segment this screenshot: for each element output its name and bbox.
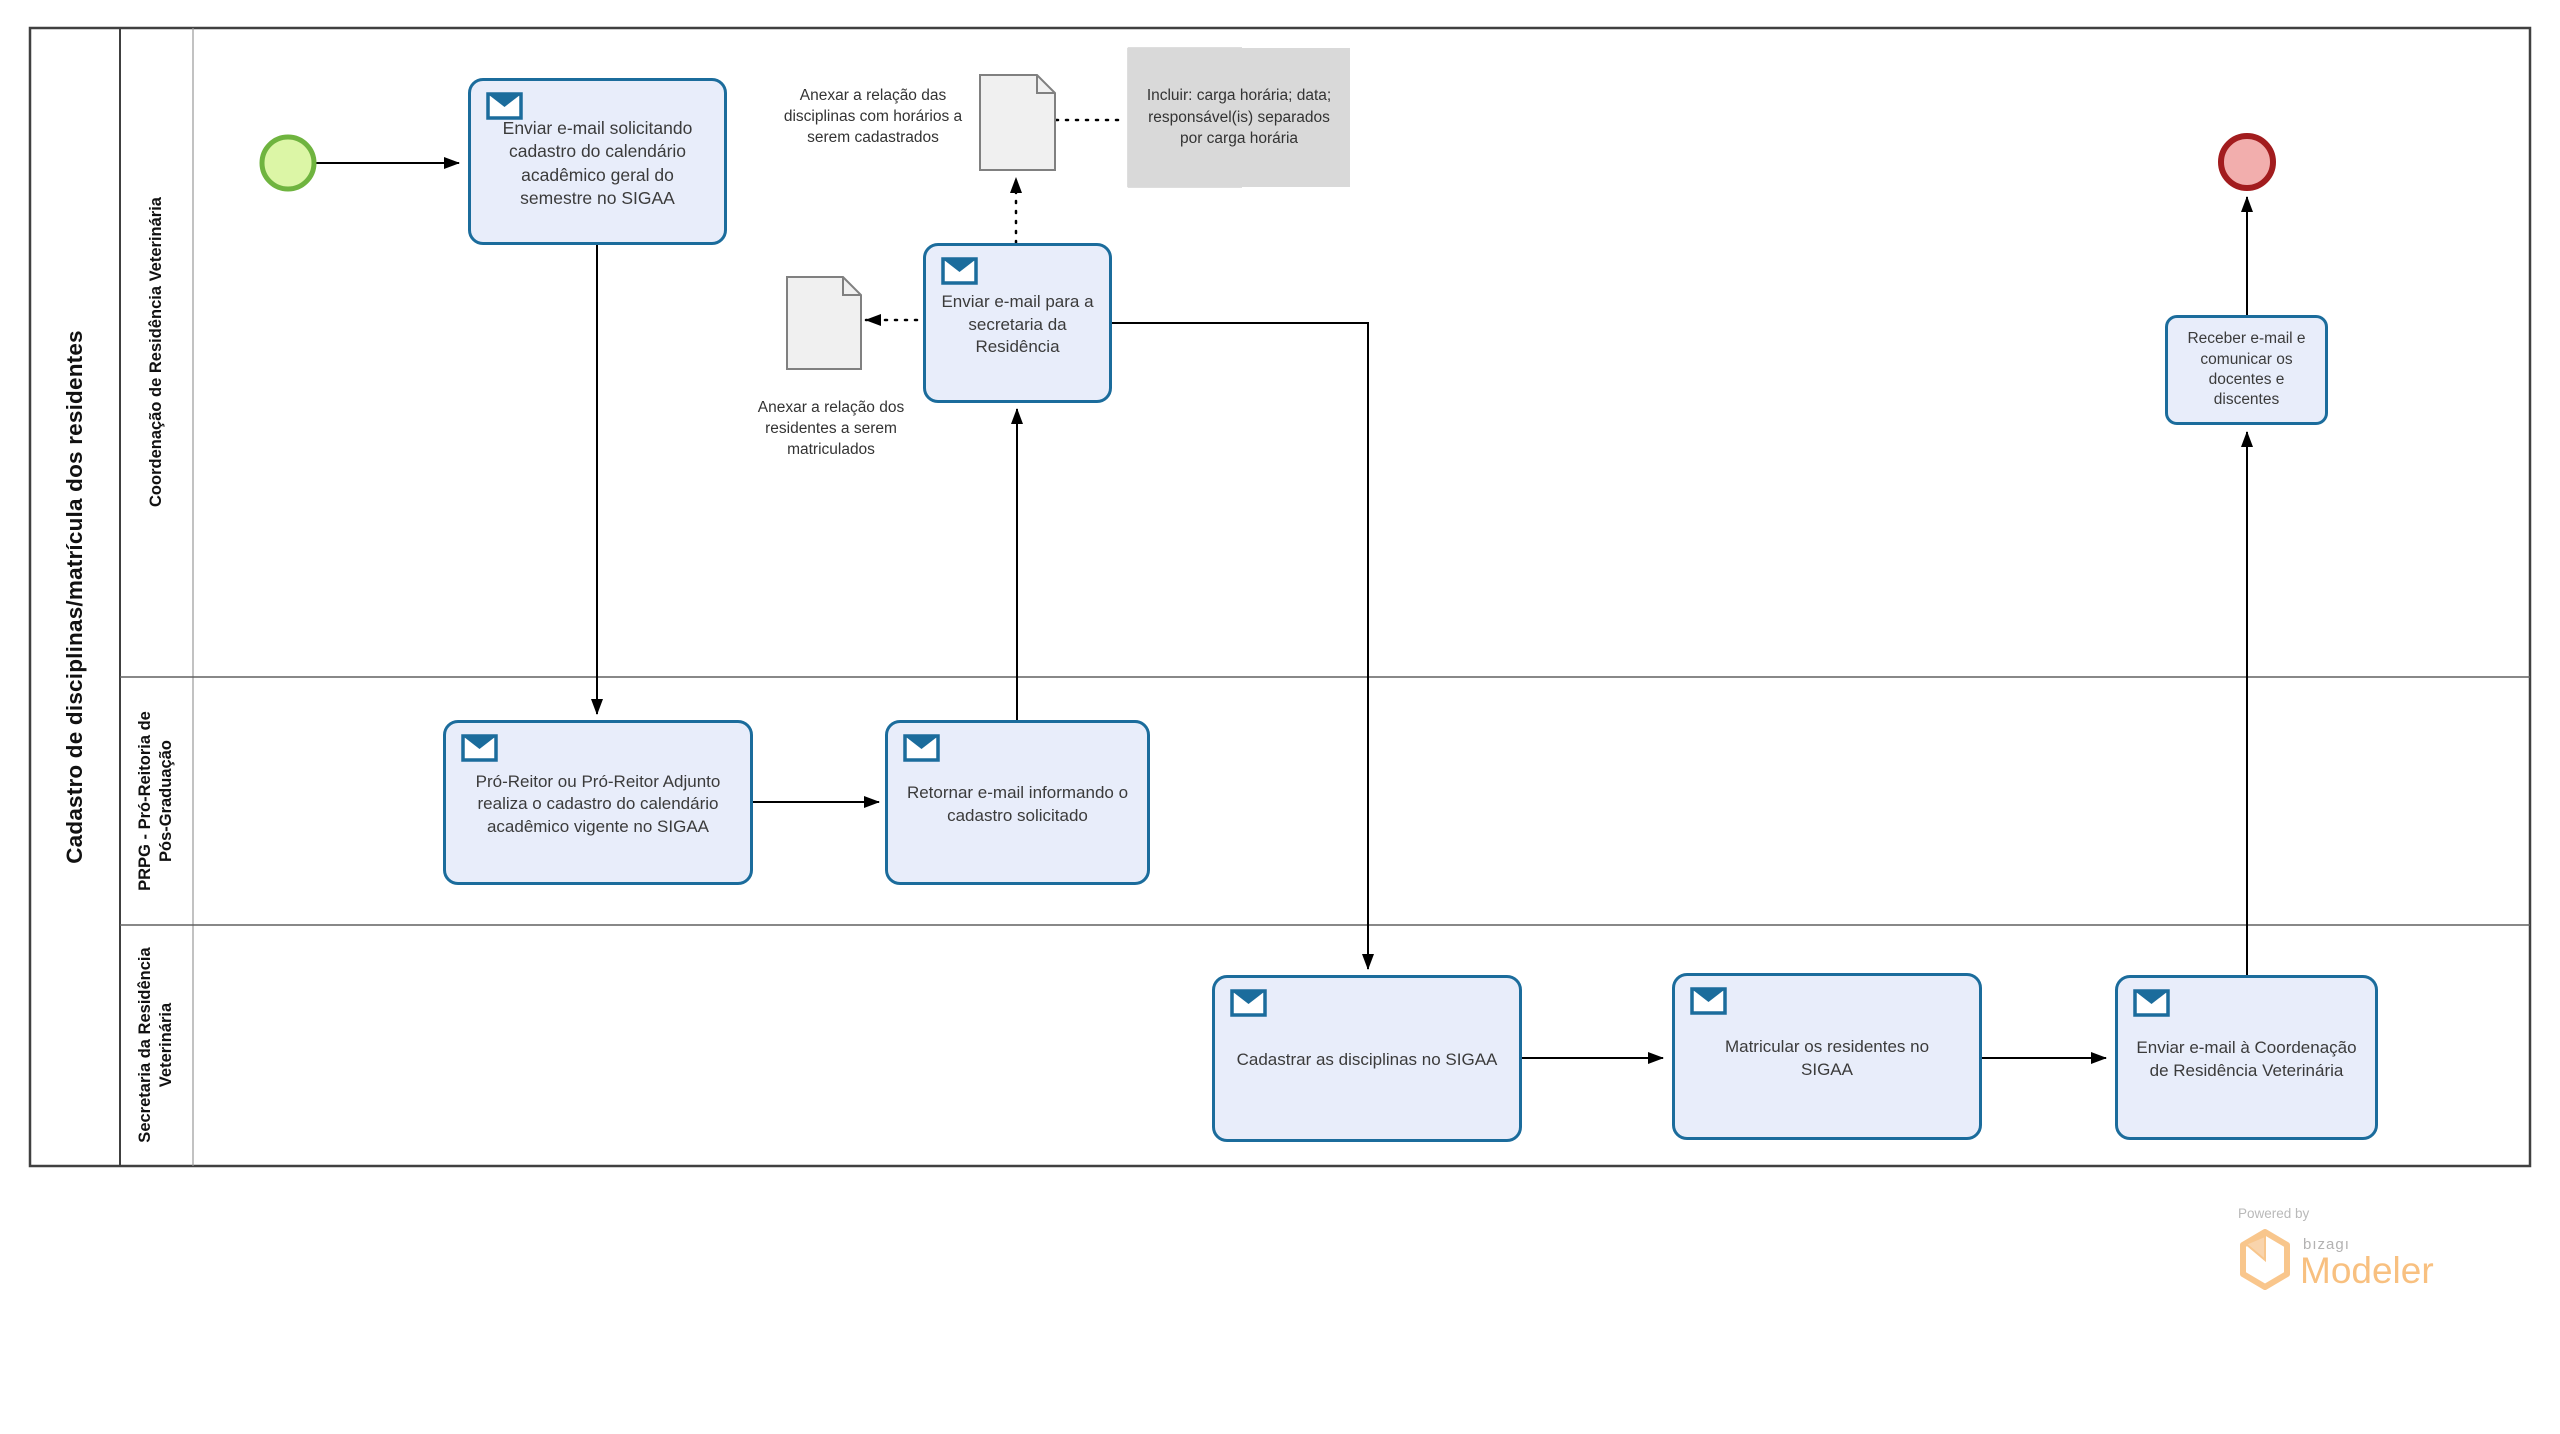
email-icon bbox=[1690, 987, 1727, 1015]
task-label: Pró-Reitor ou Pró-Reitor Adjunto realiza… bbox=[475, 771, 721, 836]
pool-title: Cadastro de disciplinas/matrícula dos re… bbox=[62, 330, 87, 864]
data-object-residentes[interactable] bbox=[786, 276, 862, 370]
flow-email-secretaria-to-cadastrar[interactable] bbox=[1112, 322, 1374, 970]
annotation-text: Incluir: carga horária; data; responsáve… bbox=[1146, 86, 1332, 148]
lane-label-coordenacao: Coordenação de Residência Veterinária bbox=[147, 197, 166, 507]
task-proreitor-cadastro[interactable]: Pró-Reitor ou Pró-Reitor Adjunto realiza… bbox=[443, 720, 753, 885]
data-object-disciplinas-label: Anexar a relação das disciplinas com hor… bbox=[783, 87, 963, 146]
task-label: Enviar e-mail para a secretaria da Resid… bbox=[941, 292, 1094, 357]
task-enviar-email-coordenacao[interactable]: Enviar e-mail à Coordenação de Residênci… bbox=[2115, 975, 2378, 1140]
data-object-residentes-label: Anexar a relação dos residentes a serem … bbox=[757, 399, 905, 458]
bizagi-brand-label: bızagı bbox=[2303, 1236, 2350, 1253]
lane-label-prpg: PRPG - Pró-Reitoria de Pós-Graduação bbox=[135, 711, 175, 891]
task-email-secretaria[interactable]: Enviar e-mail para a secretaria da Resid… bbox=[923, 243, 1112, 403]
data-object-disciplinas[interactable] bbox=[979, 74, 1056, 171]
start-event[interactable] bbox=[259, 134, 317, 192]
task-receber-email[interactable]: Receber e-mail e comunicar os docentes e… bbox=[2165, 315, 2328, 425]
bizagi-logo-icon bbox=[2240, 1229, 2290, 1290]
task-cadastrar-disciplinas[interactable]: Cadastrar as disciplinas no SIGAA bbox=[1212, 975, 1522, 1142]
text-annotation[interactable]: Incluir: carga horária; data; responsáve… bbox=[1128, 48, 1350, 187]
task-label: Enviar e-mail à Coordenação de Residênci… bbox=[2136, 1038, 2357, 1080]
task-label: Enviar e-mail solicitando cadastro do ca… bbox=[502, 118, 693, 208]
pool-border[interactable] bbox=[28, 26, 2532, 1168]
task-label: Cadastrar as disciplinas no SIGAA bbox=[1236, 1050, 1498, 1070]
email-icon bbox=[1230, 989, 1267, 1017]
task-label: Matricular os residentes no SIGAA bbox=[1724, 1037, 1930, 1079]
email-icon bbox=[486, 92, 523, 120]
email-icon bbox=[2133, 989, 2170, 1017]
task-label: Retornar e-mail informando o cadastro so… bbox=[906, 783, 1129, 825]
task-matricular-residentes[interactable]: Matricular os residentes no SIGAA bbox=[1672, 973, 1982, 1140]
email-icon bbox=[461, 734, 498, 762]
bizagi-modeler-label: Modeler bbox=[2300, 1250, 2434, 1291]
task-retornar-email[interactable]: Retornar e-mail informando o cadastro so… bbox=[885, 720, 1150, 885]
email-icon bbox=[903, 734, 940, 762]
task-label: Receber e-mail e comunicar os docentes e… bbox=[2187, 330, 2306, 409]
end-event[interactable] bbox=[2218, 133, 2276, 191]
task-solicitar-cadastro[interactable]: Enviar e-mail solicitando cadastro do ca… bbox=[468, 78, 727, 245]
email-icon bbox=[941, 257, 978, 285]
powered-by-label: Powered by bbox=[2238, 1206, 2310, 1221]
lane-label-secretaria: Secretaria da Residência Veterinária bbox=[135, 947, 175, 1143]
